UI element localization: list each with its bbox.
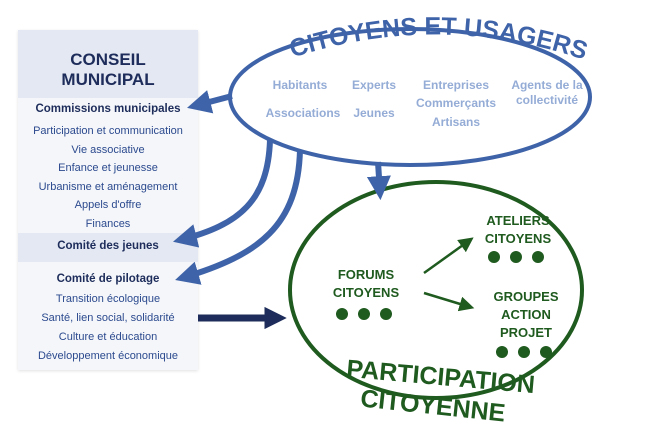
group-artisans: Artisans [431, 115, 481, 129]
conseil-header: CONSEIL MUNICIPAL [18, 30, 198, 98]
commission-item: Enfance et jeunesse [58, 162, 158, 174]
group-agents: Agents de la collectivité [502, 78, 592, 108]
groupes-action-projet-label: GROUPES ACTION PROJET [478, 288, 574, 342]
group-agents-line2: collectivité [515, 93, 579, 107]
pilotage-item: Transition écologique [55, 293, 161, 305]
group-agents-line1: Agents de la [511, 78, 583, 92]
arrow-to-participation [366, 161, 391, 201]
arrow-to-pilotage [175, 149, 303, 285]
forums-citoyens-label: FORUMS CITOYENS [318, 266, 414, 302]
ateliers-citoyens-label: ATELIERS CITOYENS [470, 212, 566, 248]
ateliers-dots [488, 251, 544, 263]
group-experts: Experts [351, 78, 397, 92]
groupes-line1: GROUPES [493, 289, 559, 304]
pilotage-heading: Comité de pilotage [56, 273, 160, 285]
conseil-title-line1: CONSEIL [70, 50, 146, 69]
group-jeunes: Jeunes [353, 106, 395, 120]
ateliers-line1: ATELIERS [486, 213, 550, 228]
forums-line1: FORUMS [337, 267, 395, 282]
pilotage-item: Développement économique [37, 350, 179, 362]
arrow-to-commissions [187, 90, 233, 114]
arrow-to-groupes [423, 291, 475, 312]
group-habitants: Habitants [272, 78, 328, 92]
conseil-title: CONSEIL MUNICIPAL [18, 50, 198, 90]
participation-ellipse [288, 180, 584, 400]
group-associations: Associations [265, 106, 341, 120]
ateliers-line2: CITOYENS [484, 231, 552, 246]
groupes-line3: PROJET [499, 325, 552, 340]
comite-jeunes-heading: Comité des jeunes [57, 240, 159, 252]
arrow-to-ateliers [423, 237, 474, 275]
comite-jeunes-band [18, 233, 198, 262]
commission-item: Urbanisme et aménagement [38, 181, 178, 193]
pilotage-item: Culture et éducation [58, 331, 158, 343]
commission-item: Finances [85, 218, 131, 230]
forums-dots [336, 308, 392, 320]
groupes-dots [496, 346, 552, 358]
group-entreprises: Entreprises [422, 78, 490, 92]
arrow-to-comite-jeunes [173, 139, 273, 248]
group-commercants: Commerçants [415, 96, 497, 110]
commission-item: Participation et communication [33, 125, 183, 137]
groupes-line2: ACTION [501, 307, 551, 322]
forums-line2: CITOYENS [332, 285, 400, 300]
commission-item: Appels d'offre [74, 199, 142, 211]
commission-item: Vie associative [71, 144, 145, 156]
conseil-municipal-panel: CONSEIL MUNICIPAL Commissions municipale… [18, 30, 198, 370]
conseil-title-line2: MUNICIPAL [61, 70, 155, 89]
pilotage-item: Santé, lien social, solidarité [41, 312, 175, 324]
commissions-heading: Commissions municipales [35, 103, 181, 115]
